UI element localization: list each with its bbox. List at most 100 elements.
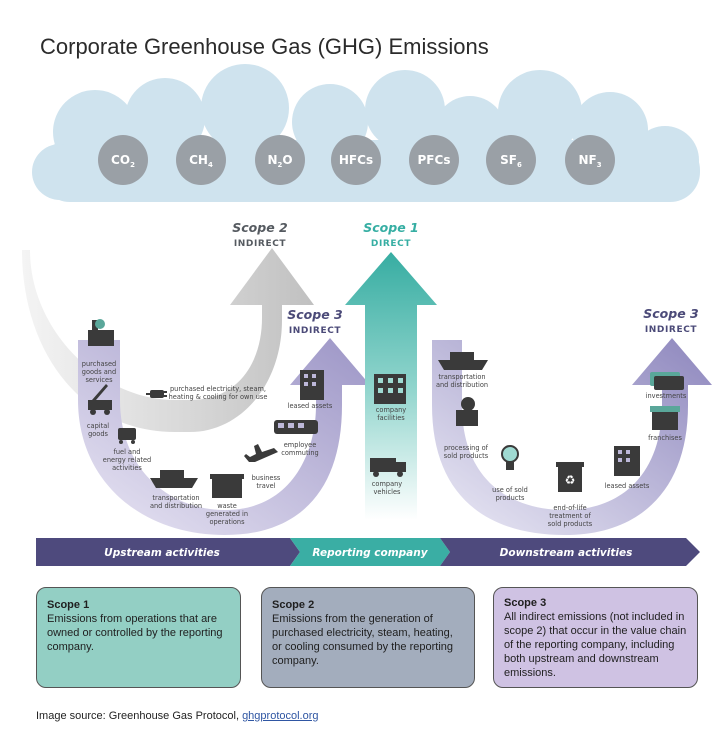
scope3-upstream-title: Scope 3 (287, 307, 342, 322)
activity-label-end-of-life: treatment of (549, 512, 591, 520)
activity-label-company-vehicles: company (372, 480, 402, 488)
plug-icon (146, 390, 167, 398)
truck-icon (370, 458, 406, 477)
source-prefix: Image source: Greenhouse Gas Protocol, (36, 710, 243, 722)
waste-bin-icon (210, 474, 244, 498)
page-title: Corporate Greenhouse Gas (GHG) Emissions (40, 34, 489, 59)
factory-icon (456, 397, 478, 426)
gas-label: CO2 (111, 153, 135, 169)
scope2-box-title: Scope 2 (272, 599, 315, 611)
train-icon (274, 420, 318, 434)
activity-label-commuting: employee (284, 441, 317, 449)
activity-label-business-travel: business (252, 474, 281, 482)
svg-text:♻: ♻ (565, 473, 576, 487)
scope3-downstream-arrow (432, 338, 712, 535)
activity-label-waste: waste (217, 502, 237, 510)
scope1-box-title: Scope 1 (47, 599, 90, 611)
scope3-box: Scope 3 All indirect emissions (not incl… (493, 587, 698, 688)
fuel-cart-icon (118, 428, 136, 444)
plane-icon (244, 444, 278, 462)
scope1-box: Scope 1 Emissions from operations that a… (36, 587, 241, 688)
gas-circle (409, 135, 459, 185)
ship-icon (150, 470, 198, 488)
gas-circle (486, 135, 536, 185)
activity-label-commuting: commuting (281, 449, 318, 457)
scope3-upstream-sub: INDIRECT (289, 326, 342, 336)
image-source: Image source: Greenhouse Gas Protocol, g… (36, 710, 319, 722)
store-icon (650, 406, 680, 430)
activity-label-company-facilities: company (376, 406, 406, 414)
activity-label-capital-goods: capital (87, 422, 109, 430)
scope2-box-body: Emissions from the generation of purchas… (272, 613, 453, 667)
scope2-box: Scope 2 Emissions from the generation of… (261, 587, 475, 688)
scope1-box-body: Emissions from operations that are owned… (47, 613, 223, 653)
gas-circle (331, 135, 381, 185)
scope1-title: Scope 1 (363, 220, 418, 235)
activity-label-processing: sold products (444, 452, 489, 460)
gas-label: NF3 (578, 153, 601, 169)
scope2-sub: INDIRECT (234, 239, 287, 249)
scope2-title: Scope 2 (232, 220, 287, 235)
scope2-arrow (22, 248, 314, 432)
scope3-box-body: All indirect emissions (not included in … (504, 611, 687, 679)
building-icon (614, 446, 640, 476)
activity-label-processing: processing of (444, 444, 489, 452)
crane-icon (88, 384, 112, 415)
activity-label-business-travel: travel (256, 482, 275, 490)
activity-label-end-of-life: sold products (548, 520, 593, 528)
activity-label-leased-up: leased assets (288, 402, 333, 410)
activity-label-transport-down: and distribution (436, 381, 488, 389)
activities-band: Upstream activities Reporting company Do… (36, 538, 700, 566)
scope3-upstream-arrow (78, 338, 370, 535)
scope3-box-title: Scope 3 (504, 597, 547, 609)
band-downstream: Downstream activities (500, 547, 633, 559)
gas-circle (565, 135, 615, 185)
activity-label-fuel-energy: activities (112, 464, 142, 472)
activity-label-end-of-life: end-of-life (553, 504, 586, 512)
activity-label-transport-up: and distribution (150, 502, 202, 510)
activity-icons: ♻ (88, 319, 684, 498)
activity-label-purchased-goods: purchased (82, 360, 116, 368)
activity-label-purchased-goods: services (85, 376, 113, 384)
gas-list: CO2 CH4 N2O HFCs PFCs SF6 NF3 (98, 135, 615, 185)
activity-label-company-vehicles: vehicles (374, 488, 401, 496)
bulb-icon (501, 445, 519, 470)
band-upstream: Upstream activities (104, 547, 220, 559)
ship-icon (438, 352, 488, 370)
activity-label-fuel-energy: fuel and (114, 448, 141, 456)
factory-icon (88, 319, 114, 346)
activity-label-transport-up: transportation (152, 494, 199, 502)
activity-label-waste: generated in (206, 510, 248, 518)
gas-circle (98, 135, 148, 185)
activity-label-purchased-electricity: heating & cooling for own use (169, 393, 268, 401)
gas-label: N2O (267, 153, 292, 169)
scope1-sub: DIRECT (371, 239, 412, 249)
activity-label-waste: operations (209, 518, 245, 526)
activity-label-franchises: franchises (648, 434, 682, 442)
activity-label-use-sold: products (496, 494, 525, 502)
scope3-downstream-title: Scope 3 (643, 306, 698, 321)
gas-label: HFCs (339, 153, 373, 167)
band-reporting: Reporting company (312, 547, 428, 559)
activity-label-purchased-electricity: purchased electricity, steam, (170, 385, 266, 393)
activity-label-use-sold: use of sold (492, 486, 528, 494)
activity-label-investments: investments (646, 392, 687, 400)
gas-label: SF6 (500, 153, 522, 169)
gas-label: CH4 (189, 153, 213, 169)
activity-label-company-facilities: facilities (377, 414, 405, 422)
source-link[interactable]: ghgprotocol.org (242, 710, 319, 722)
gas-circle (176, 135, 226, 185)
gas-circle (255, 135, 305, 185)
scope3-downstream-sub: INDIRECT (645, 325, 698, 335)
gas-label: PFCs (418, 153, 451, 167)
activity-label-capital-goods: goods (88, 430, 108, 438)
money-icon (650, 372, 684, 390)
facility-icon (374, 374, 406, 404)
activity-label-fuel-energy: energy related (103, 456, 151, 464)
building-icon (300, 370, 324, 400)
activity-label-leased-down: leased assets (605, 482, 650, 490)
activity-label-transport-down: transportation (438, 373, 485, 381)
activity-label-purchased-goods: goods and (82, 368, 116, 376)
